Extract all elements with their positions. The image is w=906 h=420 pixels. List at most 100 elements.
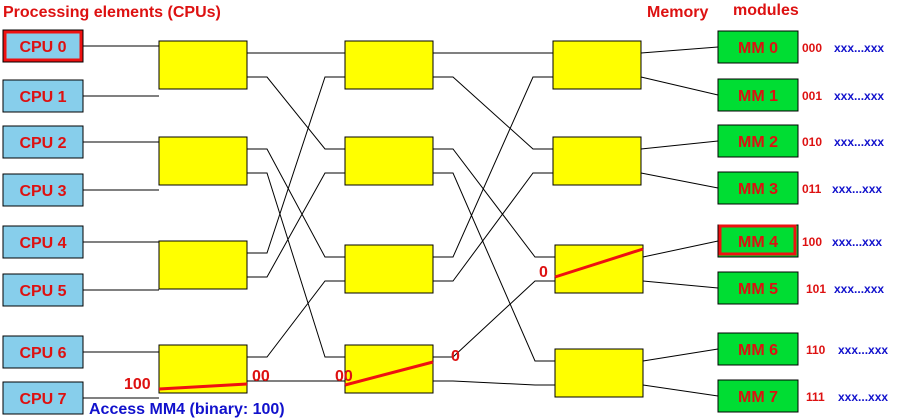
mm-box-7	[717, 379, 799, 413]
cpu-label-7: CPU 7	[19, 391, 66, 408]
cpu-box-1	[2, 79, 84, 113]
route-stage2-out-bit: 0	[451, 348, 460, 365]
memory-column: MM 0 MM 1 MM 2 MM 3 MM 4 MM 5 MM 6 MM 7	[717, 30, 799, 413]
wire-s1-4	[247, 76, 345, 254]
mm-label-1: MM 1	[738, 88, 778, 105]
route-stroke-stage1	[158, 382, 248, 391]
cpu-label-3: CPU 3	[19, 183, 66, 200]
wire-mm-3	[640, 172, 719, 189]
mm-box-0	[717, 30, 799, 64]
route-stage3-in-bit: 0	[539, 264, 548, 281]
cpu-label-5: CPU 5	[19, 283, 66, 300]
wire-s2-7	[433, 380, 555, 386]
cpu-label-0: CPU 0	[19, 39, 66, 56]
switch-s1-0	[158, 40, 248, 90]
route-stage2-in-bits: 00	[335, 368, 353, 385]
cpu-box-4	[2, 225, 84, 259]
switch-s3-1	[552, 136, 642, 186]
address-suffix-5: xxx...xxx	[834, 282, 884, 296]
switch-s3-3	[554, 348, 644, 398]
wire-s1-5	[247, 172, 345, 278]
address-bits-5: 101	[806, 282, 826, 296]
wire-s2-4	[433, 76, 553, 258]
wire-mm-1	[640, 76, 719, 96]
address-bits-4: 100	[802, 235, 822, 249]
cpu-column: CPU 0 CPU 1 CPU 2 CPU 3 CPU 4 CPU 5 CPU 6 CPU 7	[2, 29, 84, 415]
address-bits-6: 110	[806, 343, 826, 357]
switch-stages	[158, 40, 644, 398]
cpu-box-3	[2, 173, 84, 207]
switch-s1-2	[158, 240, 248, 290]
wire-mm-6	[642, 348, 719, 362]
address-column: 000 xxx...xxx 001 xxx...xxx 010 xxx...xxx 011 x…	[802, 41, 888, 404]
wire-s1-6	[247, 280, 345, 358]
wire-mm-2	[640, 140, 719, 150]
address-bits-0: 000	[802, 41, 822, 55]
modules-label: modules	[733, 2, 799, 19]
memory-label: Memory	[647, 4, 708, 21]
cpu-box-5	[2, 273, 84, 307]
wire-s2-2	[433, 148, 555, 258]
switch-s2-3	[344, 344, 434, 394]
wire-s2-1	[433, 76, 553, 150]
mm-label-7: MM 7	[738, 389, 778, 406]
switch-s2-2	[344, 244, 434, 294]
cpu-box-6	[2, 335, 84, 369]
wire-s2-5	[433, 172, 553, 282]
mm-box-1	[717, 78, 799, 112]
address-bits-2: 010	[802, 135, 822, 149]
cpu-label-1: CPU 1	[19, 89, 66, 106]
mm-label-6: MM 6	[738, 342, 778, 359]
cpu-label-4: CPU 4	[19, 235, 66, 252]
mm-box-4	[717, 224, 799, 258]
wire-s2-6	[433, 280, 555, 358]
mm-label-0: MM 0	[738, 40, 778, 57]
mm-highlight-frame	[718, 224, 797, 256]
mm-label-5: MM 5	[738, 281, 778, 298]
wire-s1-1	[247, 76, 345, 150]
switch-s2-1	[344, 136, 434, 186]
address-suffix-0: xxx...xxx	[834, 41, 884, 55]
address-suffix-7: xxx...xxx	[838, 390, 888, 404]
cpu-label-6: CPU 6	[19, 345, 66, 362]
address-bits-1: 001	[802, 89, 822, 103]
address-bits-7: 111	[806, 390, 825, 404]
mm-box-2	[717, 124, 799, 158]
route-source-bits: 100	[124, 376, 151, 393]
wire-s2-3	[433, 172, 555, 362]
mm-box-5	[717, 271, 799, 305]
address-suffix-1: xxx...xxx	[834, 89, 884, 103]
route-stroke-stage3	[554, 247, 644, 279]
wire-layer	[83, 45, 719, 399]
access-caption: Access MM4 (binary: 100)	[89, 401, 285, 418]
cpu-highlight-frame	[3, 30, 83, 62]
cpu-label-2: CPU 2	[19, 135, 66, 152]
route-highlight	[158, 247, 644, 391]
switch-s1-1	[158, 136, 248, 186]
cpu-box-2	[2, 125, 84, 159]
wire-s1-3	[247, 172, 345, 358]
cpu-box-7	[2, 381, 84, 415]
mm-label-3: MM 3	[738, 181, 778, 198]
switch-s3-0	[552, 40, 642, 90]
mm-label-2: MM 2	[738, 134, 778, 151]
mm-label-4: MM 4	[738, 234, 778, 251]
wire-s1-2	[247, 148, 345, 258]
address-suffix-6: xxx...xxx	[838, 343, 888, 357]
switch-s2-0	[344, 40, 434, 90]
address-suffix-4: xxx...xxx	[832, 235, 882, 249]
cpu-box-0	[2, 29, 84, 63]
mm-box-3	[717, 171, 799, 205]
address-suffix-2: xxx...xxx	[834, 135, 884, 149]
address-suffix-3: xxx...xxx	[832, 182, 882, 196]
route-stroke-stage2	[344, 360, 434, 387]
mm-box-6	[717, 332, 799, 366]
wire-mm-7	[642, 384, 719, 397]
wire-mm-0	[640, 46, 719, 54]
wire-mm-5	[642, 280, 719, 289]
address-bits-3: 011	[802, 182, 822, 196]
processors-title: Processing elements (CPUs)	[3, 4, 221, 21]
route-stage1-out-bits: 00	[252, 368, 270, 385]
